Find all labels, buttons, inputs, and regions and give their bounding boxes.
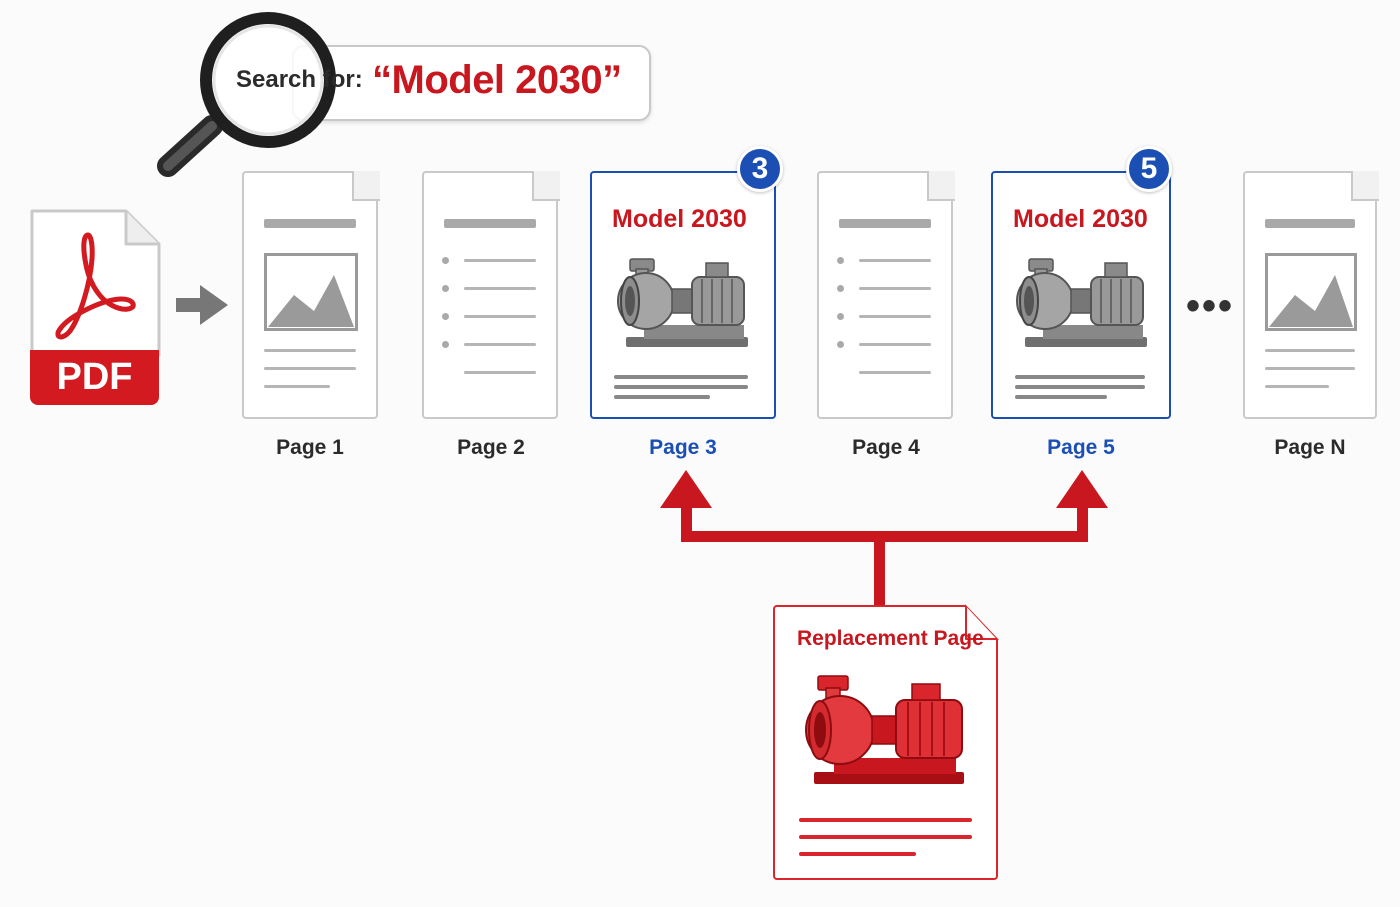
match-badge-5: 5	[1126, 146, 1172, 192]
replacement-arrows	[660, 470, 1108, 605]
page-label-4: Page 4	[852, 436, 920, 459]
page-heading-bar	[839, 219, 931, 228]
page-card-5[interactable]: Model 2030	[991, 171, 1171, 419]
image-placeholder-icon	[264, 253, 358, 331]
search-label: Search for:	[236, 66, 363, 93]
page-heading-bar	[444, 219, 536, 228]
page-fold	[532, 171, 560, 201]
page-card-1[interactable]	[242, 171, 380, 419]
page-fold	[352, 171, 380, 201]
page-card-3[interactable]: Model 2030	[590, 171, 776, 419]
search-box[interactable]	[292, 45, 651, 121]
more-pages-ellipsis: •••	[1186, 284, 1235, 328]
page-heading-bar	[1265, 219, 1355, 228]
image-placeholder-icon	[1265, 253, 1357, 331]
page-title: Model 2030	[612, 205, 747, 233]
pdf-file-icon	[30, 209, 161, 357]
page-heading-bar	[264, 219, 356, 228]
page-fold	[964, 603, 1000, 641]
page-title: Model 2030	[1013, 205, 1148, 233]
page-card-4[interactable]	[817, 171, 955, 419]
page-label-5: Page 5	[1047, 436, 1115, 459]
page-fold	[927, 171, 955, 201]
page-label-2: Page 2	[457, 436, 525, 459]
page-label-1: Page 1	[276, 436, 344, 459]
magnifier-icon	[157, 12, 336, 177]
pump-icon-red	[805, 675, 964, 784]
page-fold	[1351, 171, 1379, 201]
replacement-page-title: Replacement Page	[797, 627, 984, 650]
pump-icon	[617, 258, 748, 347]
search-query: “Model 2030”	[372, 58, 622, 102]
page-card-n[interactable]	[1243, 171, 1379, 419]
match-badge-3: 3	[737, 146, 783, 192]
pdf-badge: PDF	[30, 350, 159, 405]
flow-arrow-icon	[176, 285, 228, 325]
page-label-n: Page N	[1274, 436, 1346, 459]
page-card-2[interactable]	[422, 171, 560, 419]
pump-icon	[1016, 258, 1147, 347]
page-label-3: Page 3	[649, 436, 717, 459]
